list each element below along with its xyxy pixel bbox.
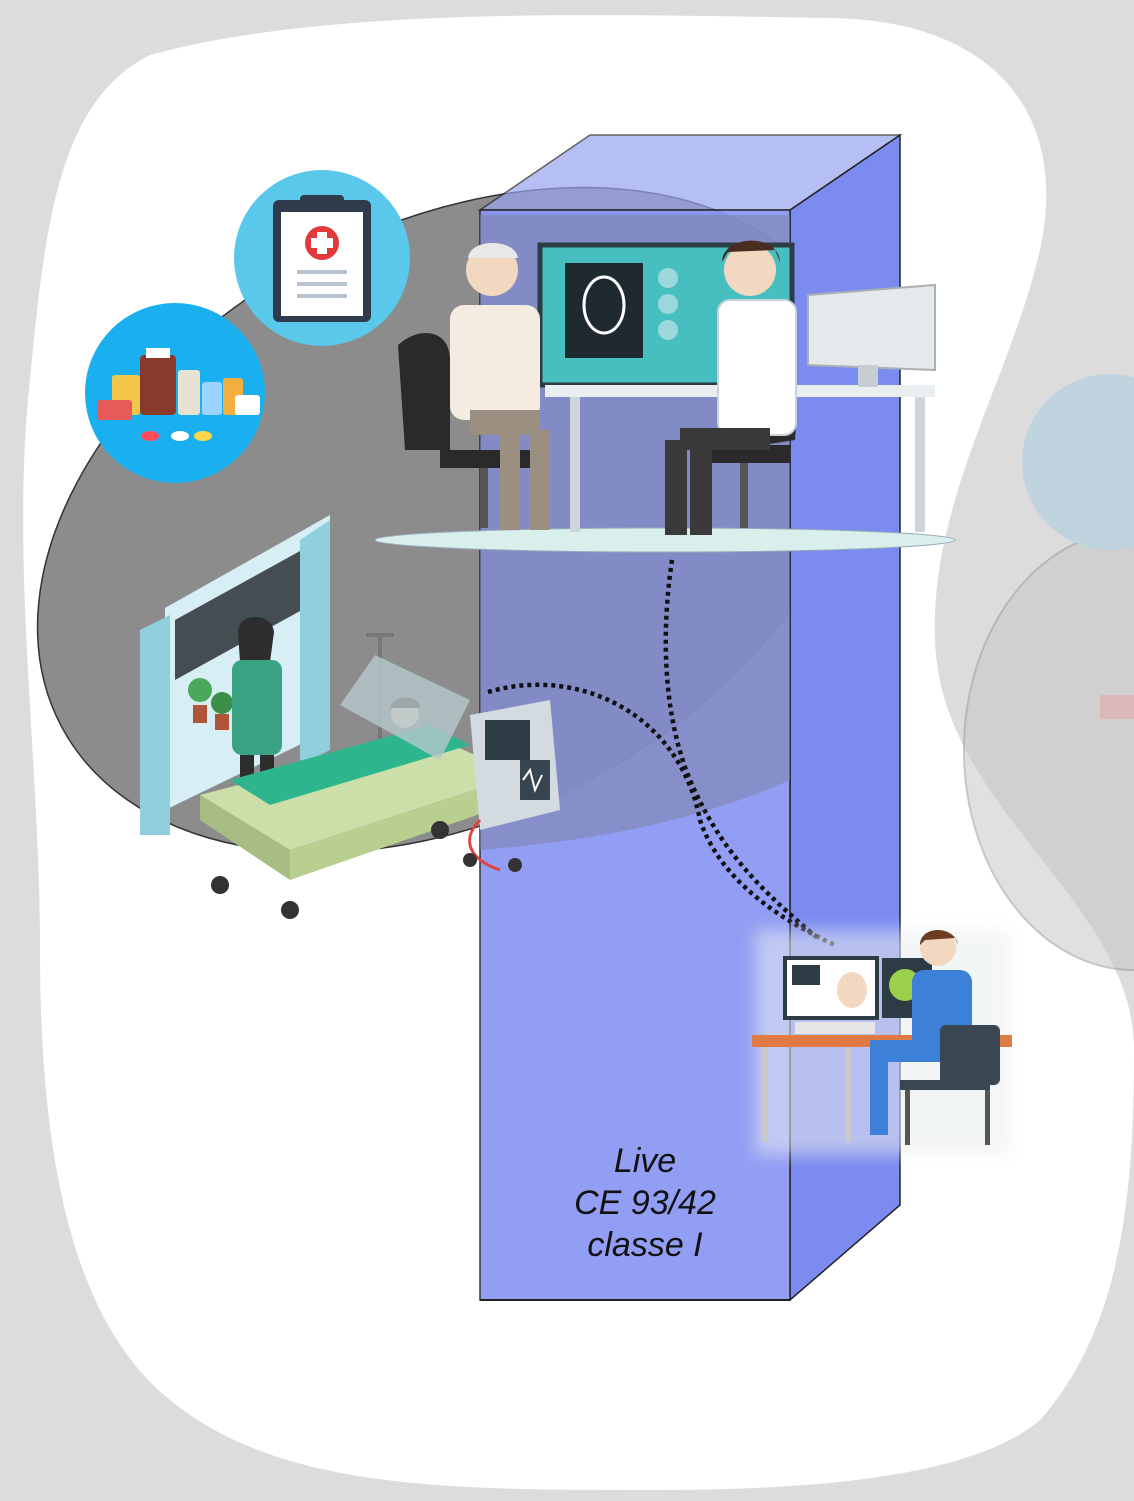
ghost-medicine-icon	[1022, 374, 1134, 550]
caption-line-3: classe I	[587, 1226, 703, 1264]
link-consultation-to-operator	[663, 559, 822, 942]
medicines-icon	[85, 303, 265, 483]
remote-operator-scene	[752, 930, 1012, 1155]
link-hospital-to-operator	[487, 682, 836, 948]
ghost-figure	[1100, 695, 1134, 719]
connection-lines	[487, 559, 836, 948]
caption-line-2: CE 93/42	[574, 1184, 716, 1222]
ghost-scene	[963, 374, 1134, 971]
medical-record-icon	[234, 170, 410, 346]
device-classification-caption: Live CE 93/42 classe I	[500, 1140, 790, 1266]
caption-line-1: Live	[613, 1142, 677, 1180]
doctor-consultation-scene	[374, 240, 956, 553]
hospital-room-scene	[140, 515, 560, 919]
ghost-ellipse	[963, 529, 1134, 971]
